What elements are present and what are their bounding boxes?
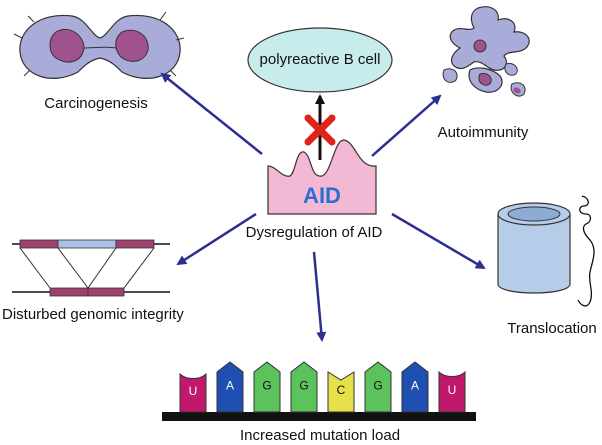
label-polyreactive-bcell: polyreactive B cell bbox=[259, 51, 381, 68]
arrows bbox=[160, 72, 486, 342]
base-block bbox=[438, 370, 466, 413]
base-letter: U bbox=[189, 384, 198, 398]
arrow-autoimmunity bbox=[371, 94, 442, 157]
base-block bbox=[401, 361, 429, 413]
label-dysregulation: Dysregulation of AID bbox=[245, 224, 383, 241]
base-letter: U bbox=[448, 383, 457, 397]
cylinder-icon bbox=[497, 202, 571, 294]
arrow-mutation bbox=[312, 251, 327, 342]
squiggle-line bbox=[577, 195, 595, 307]
base-letter: G bbox=[299, 379, 308, 393]
base-letter: A bbox=[226, 379, 234, 393]
bcell-ellipse bbox=[247, 27, 393, 93]
aid-block bbox=[267, 139, 377, 215]
aid-label: AID bbox=[303, 183, 341, 208]
base-block bbox=[179, 372, 207, 413]
base-block bbox=[216, 361, 244, 413]
base-letter: G bbox=[373, 379, 382, 393]
dividing-cell-icon bbox=[13, 11, 185, 79]
label-translocation: Translocation bbox=[507, 320, 597, 337]
base-letter: A bbox=[411, 379, 419, 393]
arrow-translocation bbox=[391, 212, 486, 270]
label-genomic-integrity: Disturbed genomic integrity bbox=[2, 306, 184, 323]
base-letter: C bbox=[337, 383, 346, 397]
base-block bbox=[290, 361, 318, 413]
base-block bbox=[364, 361, 392, 413]
arrow-genomic bbox=[176, 212, 257, 266]
label-carcinogenesis: Carcinogenesis bbox=[44, 95, 148, 112]
base-letter: G bbox=[262, 379, 271, 393]
base-block bbox=[327, 371, 355, 413]
inhibit-cross-icon bbox=[304, 114, 336, 146]
label-mutation-load: Increased mutation load bbox=[239, 427, 401, 444]
dna-baseline bbox=[162, 412, 476, 421]
label-autoimmunity: Autoimmunity bbox=[437, 124, 529, 141]
fragmented-cell-icon bbox=[442, 6, 530, 97]
genomic-integrity-schematic bbox=[12, 239, 170, 297]
base-block bbox=[253, 361, 281, 413]
arrow-carcinogenesis bbox=[160, 72, 263, 155]
